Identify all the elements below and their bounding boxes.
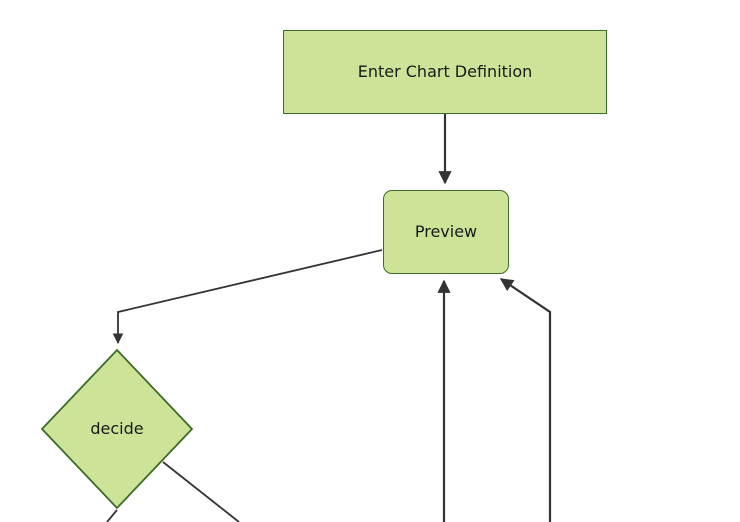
edge-decide-to-bottom-left: [106, 509, 118, 522]
edge-decide-to-bottom-right: [162, 461, 240, 522]
edge-preview-to-decide: [112, 249, 383, 345]
edge-bottom-right-to-preview: [499, 278, 552, 522]
node-enter-chart-definition-label: Enter Chart Definition: [357, 62, 533, 81]
node-preview[interactable]: Preview: [383, 190, 509, 274]
node-preview-label: Preview: [414, 222, 478, 241]
node-enter-chart-definition[interactable]: Enter Chart Definition: [283, 30, 607, 114]
node-decide[interactable]: decide: [40, 348, 194, 510]
node-decide-label: decide: [90, 419, 144, 438]
decide-diamond-shape: [40, 348, 194, 510]
